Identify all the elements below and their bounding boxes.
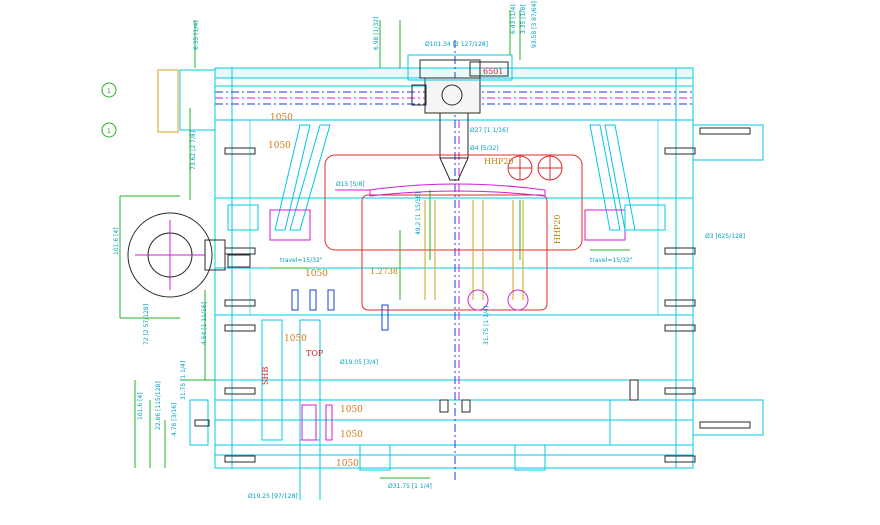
label-1050-f: 1050 xyxy=(340,430,363,440)
label-1050-e: 1050 xyxy=(340,405,363,415)
dim-center-b: Ø4 [5/32] xyxy=(470,145,499,152)
guide-pillars xyxy=(261,319,333,500)
dim-top-b: 6.43 [1/4] xyxy=(510,4,517,34)
dim-right-a: Ø3 [625/128] xyxy=(705,233,745,240)
dim-center-f: Ø19.05 [3/4] xyxy=(340,359,378,366)
dim-center-c: Ø15 [5/8] xyxy=(336,181,365,188)
dim-top-c: 3.35 [1/8] xyxy=(520,4,527,34)
label-1050-g: 1050 xyxy=(336,459,359,469)
cavity-outline xyxy=(324,154,583,311)
dim-left-d: 72 [2 57/128] xyxy=(143,304,150,345)
core-inserts xyxy=(424,200,529,311)
dimension-texts: Ø101.34 [3 127/128] 6.43 [1/4] 3.35 [1/8… xyxy=(113,1,745,500)
dim-left-f: 101.6 [4] xyxy=(137,392,144,420)
dim-bottom-a: Ø19.25 [97/128] xyxy=(248,493,298,500)
angle-lifters xyxy=(227,124,666,241)
label-top: TOP xyxy=(306,349,324,358)
label-1050-a: 1050 xyxy=(270,113,293,123)
label-1050-d: 1050 xyxy=(284,334,307,344)
dim-left-h: 31.75 [1 1/4] xyxy=(180,361,187,400)
dim-bottom-b: Ø31.75 [1 1/4] xyxy=(388,483,432,490)
label-hhp20: HHP20 xyxy=(484,157,514,166)
top-left-bracket xyxy=(101,69,216,138)
dim-left-i: 4.76 [3/16] xyxy=(171,403,178,436)
dim-top-e: 6.98 [1/32] xyxy=(373,17,380,50)
callout-1: 1 xyxy=(107,88,111,95)
dim-top-a: Ø101.34 [3 127/128] xyxy=(425,41,488,48)
dim-travel-right: travel=15/32" xyxy=(590,257,633,264)
sprue-bushing-assembly xyxy=(407,54,513,181)
dim-top-d: 93.58 [3 87/64] xyxy=(531,1,538,48)
dim-center-a: Ø27 [1 1/16] xyxy=(470,127,508,134)
callout-2: 1 xyxy=(107,128,111,135)
dim-left-c: 101.6 [4] xyxy=(113,227,120,255)
centerlines xyxy=(215,40,693,480)
label-6501: 6501 xyxy=(483,67,503,76)
label-12738: 1.2738 xyxy=(370,267,398,276)
labels: 1050 1050 1050 1050 1050 1050 1050 6501 … xyxy=(107,67,562,469)
dim-left-e: 4.54 [1 11/16] xyxy=(201,302,208,345)
dim-left-a: 6.35 [1/4] xyxy=(193,20,200,50)
label-shb: SHB xyxy=(261,367,270,385)
dim-left-b: 73.62 [2 7/8] xyxy=(190,131,197,170)
dim-travel-left: travel=15/32" xyxy=(280,257,323,264)
ejector-pins xyxy=(291,289,639,413)
hydraulic-cylinder xyxy=(127,212,251,298)
main-plates xyxy=(189,67,764,471)
dim-center-e: 31.75 [1 1/4] xyxy=(483,306,490,345)
label-1050-b: 1050 xyxy=(268,141,291,151)
label-hhp20-right: HHP20 xyxy=(553,214,562,244)
bolts xyxy=(194,127,751,463)
dim-center-d: 49.2 [1 15/16] xyxy=(415,192,422,235)
dim-left-g: 22.86 [115/128] xyxy=(155,381,162,430)
dimension-lines xyxy=(119,10,630,500)
label-1050-c: 1050 xyxy=(305,269,328,279)
